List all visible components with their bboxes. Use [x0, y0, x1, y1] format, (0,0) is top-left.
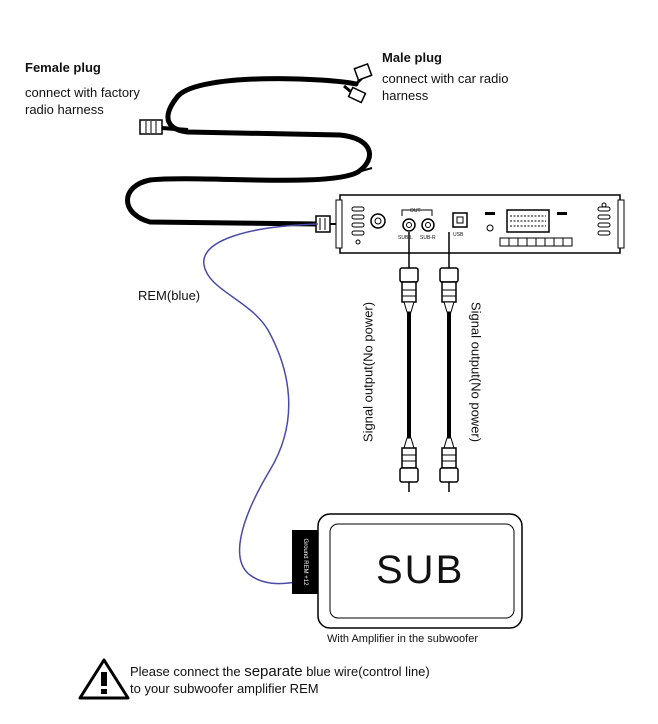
warning-line-1-emphasis: separate [244, 663, 303, 680]
device-out-label: OUT [410, 208, 421, 214]
rca-cable-right [439, 232, 459, 492]
terminal-12v-label: +12 [302, 575, 308, 586]
warning-line-1-pre: Please connect the [130, 664, 245, 679]
signal-output-label-left: Signal output(No power) [360, 301, 376, 443]
device-unit [335, 194, 625, 254]
amp-caption: With Amplifier in the subwoofer [327, 633, 479, 645]
device-sub-l-label: SUB-L [398, 235, 413, 241]
device-usb-label: USB [453, 232, 464, 238]
terminal-labels: Ground REM +12 [302, 539, 308, 586]
device-sub-r-label: SUB-R [420, 235, 436, 241]
rem-label: REM(blue) [138, 288, 201, 303]
subwoofer-box [317, 513, 523, 629]
warning-line-1-post: blue wire(control line) [302, 664, 430, 679]
signal-output-label-right: Signal output(No power) [468, 301, 484, 443]
terminal-rem-label: REM [302, 560, 308, 574]
terminal-ground-label: Ground [302, 538, 308, 559]
male-plug-title: Male plug [382, 50, 442, 65]
harness-cable [125, 76, 372, 227]
female-plug-title: Female plug [25, 60, 101, 75]
male-plug-desc-1: connect with car radio [382, 71, 509, 86]
sub-label: SUB [376, 548, 465, 592]
male-plug-desc-2: harness [382, 88, 429, 103]
rca-cable-left [399, 232, 419, 492]
female-plug-desc-2: radio harness [25, 102, 104, 117]
warning-icon [78, 658, 130, 700]
female-plug [139, 119, 189, 135]
rem-wire [203, 223, 319, 585]
male-plug [343, 63, 373, 104]
amp-terminal [292, 530, 318, 594]
female-plug-desc-1: connect with factory [25, 85, 140, 100]
warning-line-1: Please connect the separate blue wire(co… [130, 664, 430, 679]
warning-line-2: to your subwoofer amplifier REM [130, 681, 319, 696]
